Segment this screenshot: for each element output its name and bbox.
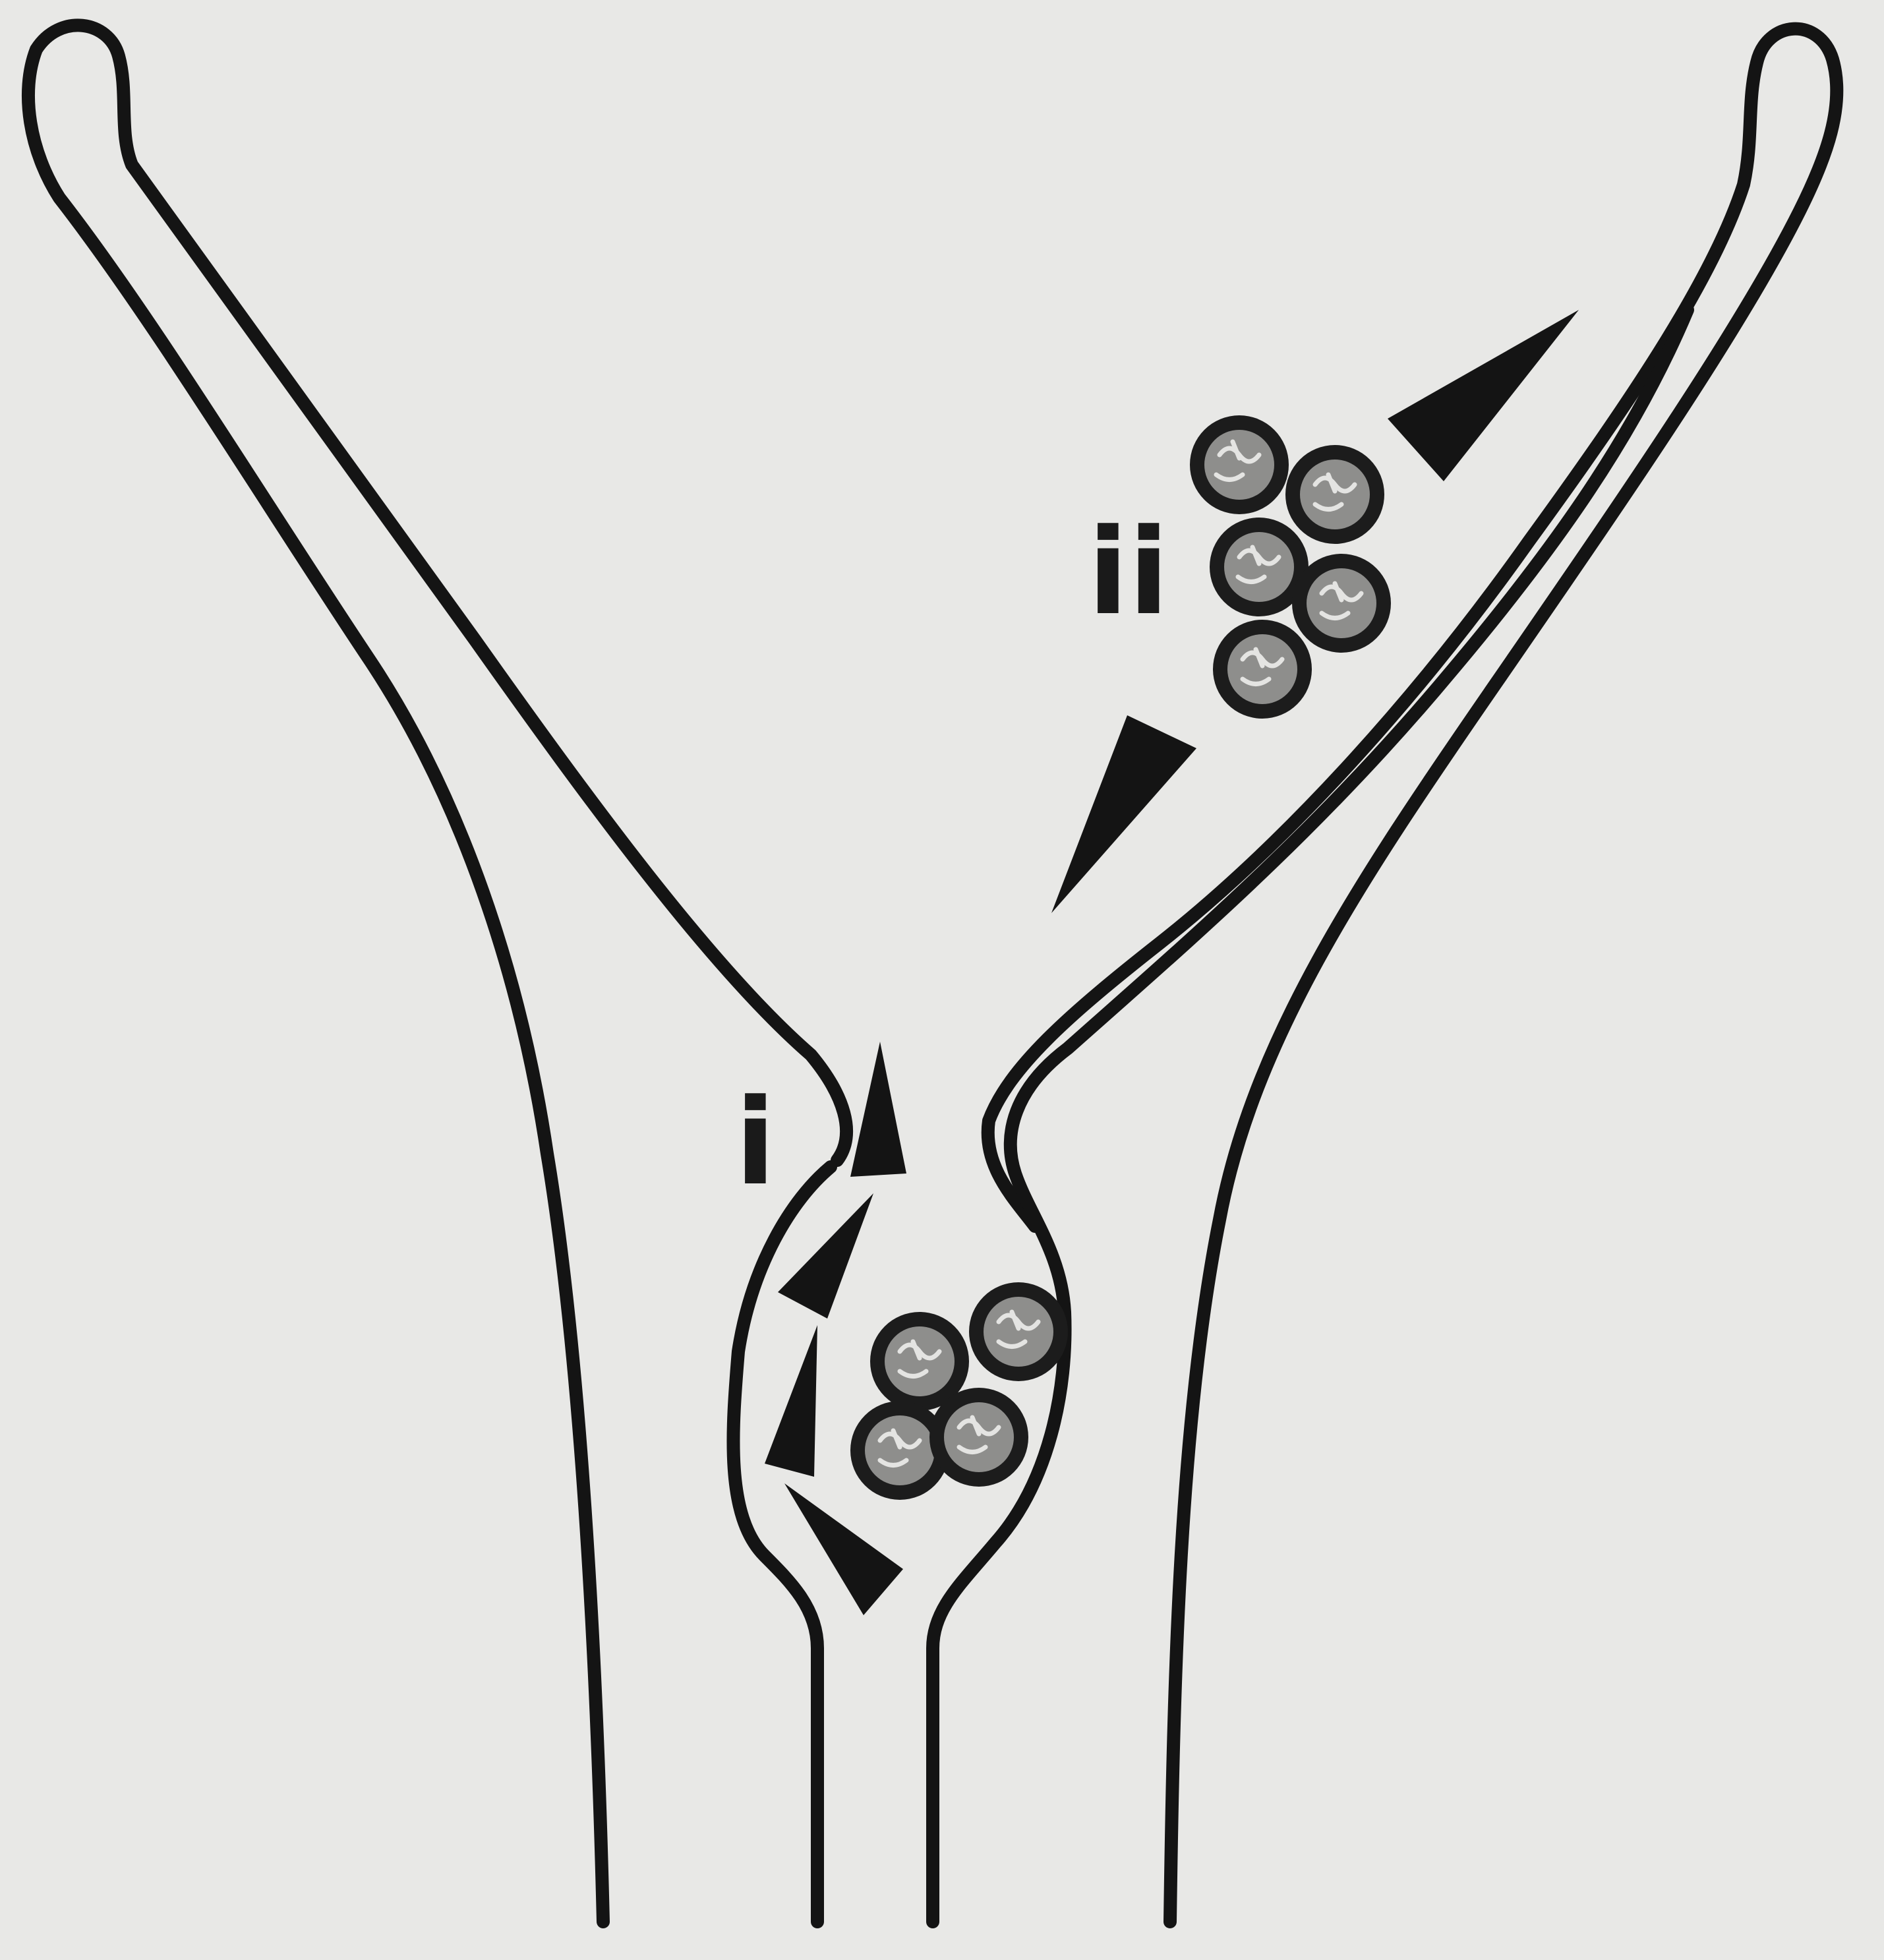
label-i: i	[735, 1074, 776, 1212]
vessel-inner-lumen-right	[933, 310, 1688, 1922]
cell	[929, 1388, 1028, 1487]
cell	[969, 1282, 1068, 1381]
cell	[1285, 445, 1384, 544]
cell	[1292, 554, 1391, 653]
label-ii: ii	[1088, 504, 1169, 641]
flow-arrow-bulb-2	[765, 1325, 817, 1477]
cell	[1213, 620, 1312, 719]
flow-arrow-upper-right	[1388, 310, 1579, 481]
flow-arrow-neck-up	[850, 1042, 906, 1177]
vessel-outer-wall-right	[988, 29, 1837, 1922]
vessel-outer-wall-left	[28, 25, 846, 1922]
flow-arrow-downward	[1051, 715, 1196, 913]
cell-cluster-ii	[1190, 415, 1391, 719]
cell	[1190, 415, 1289, 514]
